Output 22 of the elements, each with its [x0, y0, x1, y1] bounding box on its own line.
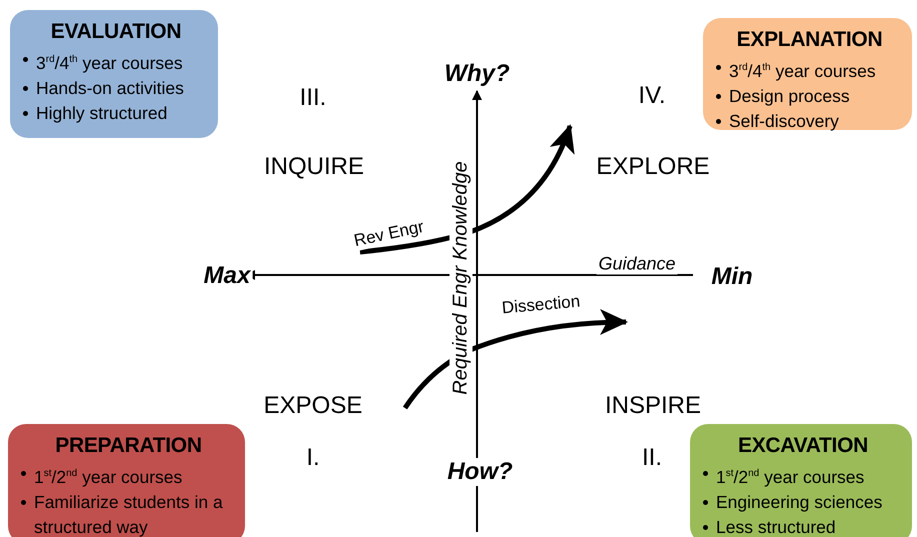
bullet-text: Familiarize students in a structured way — [34, 492, 223, 537]
bullet-text: Self-discovery — [729, 110, 839, 131]
axis-label: How? — [445, 458, 515, 486]
info-card — [8, 424, 245, 537]
bullet-text: 1$^{st}$/2$^{nd}$ year courses — [34, 466, 182, 487]
bullet-text: Less structured — [716, 516, 836, 537]
info-card — [703, 18, 912, 130]
bullet-text: 1$^{st}$/2$^{nd}$ year courses — [716, 466, 864, 487]
info-card — [690, 424, 912, 537]
bullet-text: 3$^{rd}$/4$^{th}$ year courses — [36, 52, 183, 73]
card-heading: EXPLANATION — [736, 28, 884, 52]
bullet-text: Hands-on activities — [36, 78, 184, 98]
bullet-text: Highly structured — [36, 102, 168, 123]
axis-title: Required Engr Knowledge — [450, 159, 472, 397]
card-heading: EVALUATION — [50, 20, 182, 44]
bullet-text: 3$^{rd}$/4$^{th}$ year courses — [729, 60, 876, 81]
axis-title: Guidance — [596, 254, 678, 274]
bullet-text: Engineering sciences — [716, 492, 882, 512]
card-heading: PREPARATION — [54, 434, 203, 458]
info-card — [10, 10, 218, 138]
card-heading: EXCAVATION — [736, 434, 869, 458]
bullet-text: Design process — [729, 86, 850, 106]
